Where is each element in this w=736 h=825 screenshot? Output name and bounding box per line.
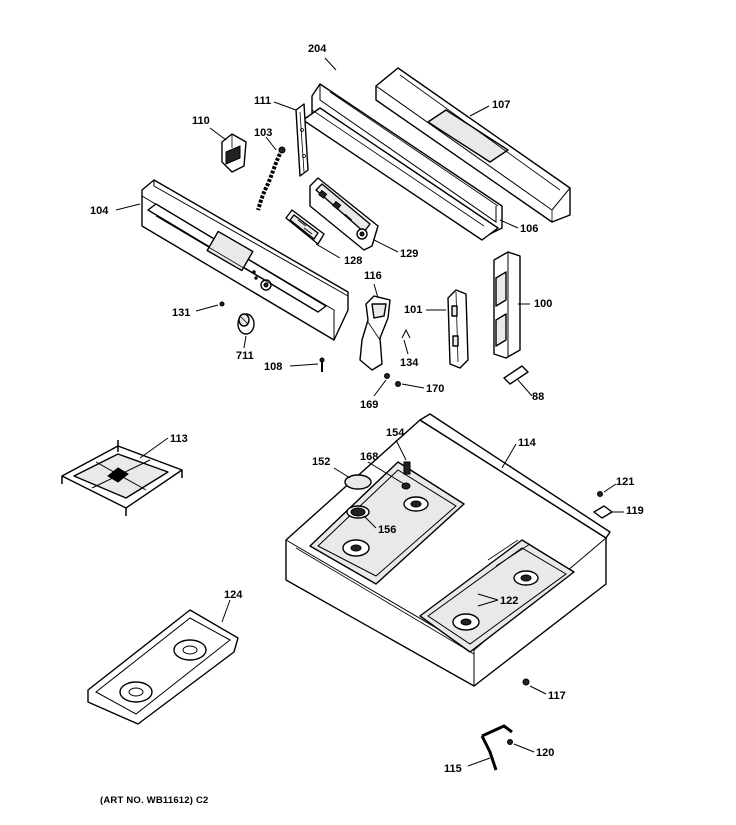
callout-169: 169 <box>360 399 378 411</box>
callout-128: 128 <box>344 255 362 267</box>
art-number: (ART NO. WB11612) C2 <box>100 795 209 806</box>
callout-116: 116 <box>364 270 382 282</box>
part-107-top-cover <box>375 67 571 223</box>
part-113-grate <box>61 440 183 516</box>
part-156-burner-head <box>346 505 370 519</box>
part-108-screw <box>319 357 325 372</box>
callout-115: 115 <box>444 763 462 775</box>
callout-106: 106 <box>520 223 538 235</box>
callout-110: 110 <box>192 115 210 127</box>
callout-711: 711 <box>236 350 254 362</box>
part-119-hinge <box>593 505 613 519</box>
part-128-touchpad <box>285 209 325 245</box>
callout-103: 103 <box>254 127 272 139</box>
part-110-clip <box>221 133 247 173</box>
part-129-control-board <box>309 177 379 251</box>
part-124-drip-pan <box>87 609 239 725</box>
callout-129: 129 <box>400 248 418 260</box>
callout-121: 121 <box>616 476 634 488</box>
callout-154: 154 <box>386 427 405 439</box>
part-169-screw <box>384 373 390 379</box>
part-116-endcap <box>359 295 391 371</box>
part-121-screw <box>597 491 603 497</box>
callout-107: 107 <box>492 99 510 111</box>
callout-124: 124 <box>224 589 243 601</box>
callout-111: 111 <box>254 95 271 107</box>
part-168-igniter <box>401 482 411 490</box>
leader-lines <box>115 57 624 767</box>
part-111-bracket <box>295 103 309 177</box>
part-134-clip <box>401 328 411 339</box>
part-711-knob <box>237 313 255 335</box>
part-117-screw <box>522 678 530 686</box>
callout-113: 113 <box>170 433 188 445</box>
part-100-side-bracket <box>493 251 521 359</box>
callout-labels: 204 107 111 110 103 104 106 129 128 116 … <box>90 43 644 775</box>
callout-100: 100 <box>534 298 552 310</box>
part-114-cooktop <box>285 413 611 687</box>
part-131-screw <box>219 301 225 307</box>
callout-119: 119 <box>626 505 644 517</box>
callout-134: 134 <box>400 357 419 369</box>
callout-88: 88 <box>532 391 544 403</box>
callout-156: 156 <box>378 524 396 536</box>
callout-120: 120 <box>536 747 554 759</box>
callout-168: 168 <box>360 451 378 463</box>
part-106-backguard <box>302 83 503 241</box>
part-103-harness <box>256 146 286 211</box>
part-152-burner-cap <box>344 474 372 490</box>
callout-170: 170 <box>426 383 444 395</box>
part-115-tube <box>480 724 513 771</box>
callout-117: 117 <box>548 690 566 702</box>
part-104-control-panel <box>141 179 349 341</box>
part-154-orifice <box>403 461 411 475</box>
callout-131: 131 <box>172 307 190 319</box>
callout-114: 114 <box>518 437 537 449</box>
callout-104: 104 <box>90 205 109 217</box>
part-101-bracket <box>447 289 469 369</box>
callout-101: 101 <box>404 304 422 316</box>
callout-152: 152 <box>312 456 330 468</box>
part-170-screw <box>395 381 401 387</box>
callout-108: 108 <box>264 361 282 373</box>
part-88-spacer <box>503 365 529 385</box>
callout-122: 122 <box>500 595 518 607</box>
part-120-screw <box>507 739 513 745</box>
callout-204: 204 <box>308 43 327 55</box>
